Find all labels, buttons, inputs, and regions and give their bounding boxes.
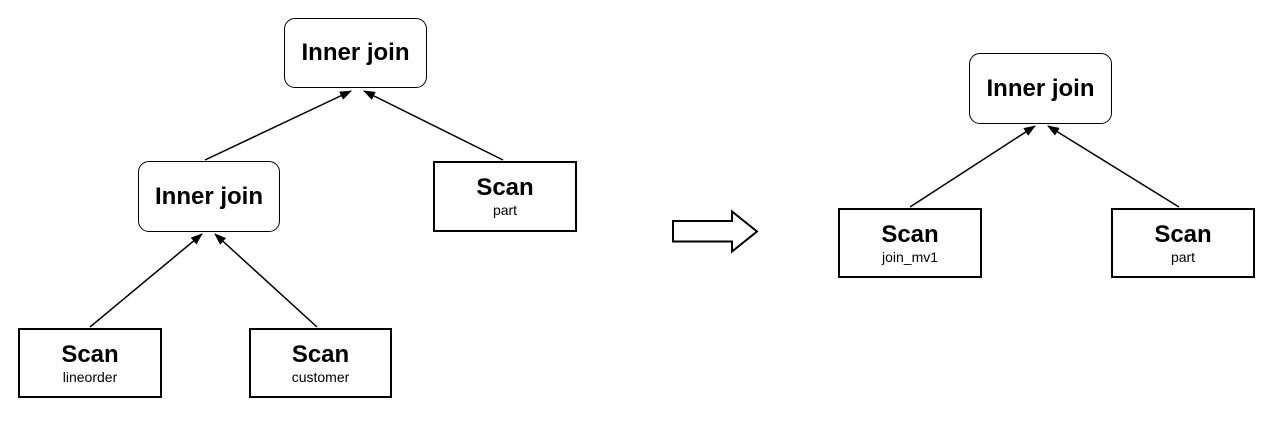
node-label: Inner join xyxy=(986,74,1095,102)
edge-customer-to-midjoin xyxy=(214,233,318,328)
node-label: Scan xyxy=(291,340,350,368)
right-arrow-icon xyxy=(672,209,759,254)
node-sublabel: join_mv1 xyxy=(881,248,939,265)
edge-scanpart-to-root-after xyxy=(1047,125,1180,208)
before-root-inner-join-node: Inner join xyxy=(284,18,427,88)
after-scan-part-node: Scan part xyxy=(1111,208,1255,278)
node-sublabel: part xyxy=(492,202,518,218)
node-label: Scan xyxy=(61,340,119,368)
node-label: Scan xyxy=(476,174,534,201)
before-mid-inner-join-node: Inner join xyxy=(138,161,280,232)
edge-scanpart-to-root xyxy=(363,90,504,161)
node-sublabel: part xyxy=(1170,248,1196,265)
after-root-inner-join-node: Inner join xyxy=(969,53,1112,124)
before-scan-part-node: Scan part xyxy=(433,161,577,232)
node-label: Scan xyxy=(1154,220,1212,248)
after-scan-join-mv1-node: Scan join_mv1 xyxy=(838,208,982,278)
node-label: Inner join xyxy=(155,182,263,210)
edge-joinmv1-to-root xyxy=(909,125,1036,208)
edge-lineorder-to-midjoin xyxy=(89,233,203,328)
node-label: Inner join xyxy=(301,39,410,66)
node-label: Scan xyxy=(881,220,939,248)
node-sublabel: lineorder xyxy=(62,368,118,385)
node-sublabel: customer xyxy=(291,368,350,385)
before-scan-lineorder-node: Scan lineorder xyxy=(18,328,162,398)
edge-midjoin-to-root xyxy=(204,90,352,161)
before-scan-customer-node: Scan customer xyxy=(249,328,392,398)
